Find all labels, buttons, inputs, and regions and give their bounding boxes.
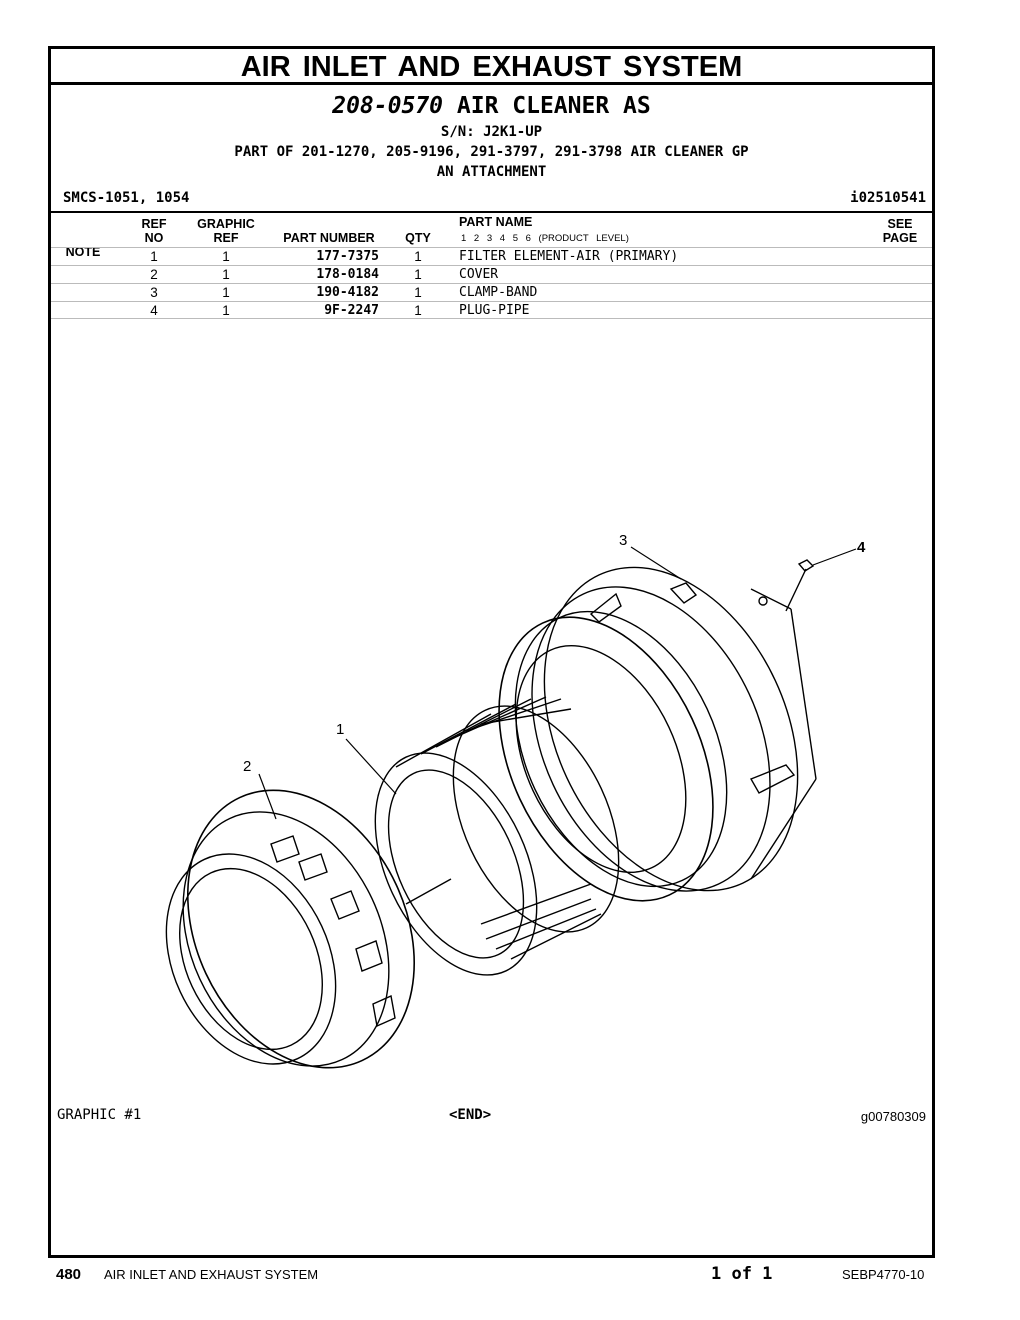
filter-element: [374, 696, 620, 976]
col-part-number: PART NUMBER: [283, 231, 375, 245]
quantity: 1: [414, 285, 422, 300]
table-row: 3 1 190-4182 1 CLAMP-BAND: [51, 283, 932, 301]
plug-pipe: [785, 559, 815, 612]
part-name: COVER: [459, 267, 499, 282]
serial-number: S/N: J2K1-UP: [440, 124, 543, 140]
part-name: PLUG-PIPE: [459, 303, 530, 318]
graphic-ref: 1: [222, 249, 230, 264]
quantity: 1: [414, 249, 422, 264]
quantity: 1: [414, 303, 422, 318]
graphic-ref: 1: [222, 267, 230, 282]
clamp-band: [498, 582, 796, 902]
page-of: 1 of 1: [711, 1264, 773, 1284]
quantity: 1: [414, 267, 422, 282]
air-cleaner-housing: [514, 566, 817, 892]
table-row: 2 1 178-0184 1 COVER: [51, 265, 932, 283]
part-number[interactable]: 190-4182: [316, 285, 379, 300]
callout-2: 2: [243, 758, 251, 775]
section-title: AIR INLET AND EXHAUST SYSTEM: [51, 49, 932, 85]
footer-section: AIR INLET AND EXHAUST SYSTEM: [104, 1267, 319, 1282]
ref-no: 3: [150, 285, 158, 300]
part-of-line: PART OF 201-1270, 205-9196, 291-3797, 29…: [234, 144, 749, 160]
part-number[interactable]: 177-7375: [316, 249, 379, 264]
end-marker: <END>: [449, 1107, 492, 1123]
document-number: SEBP4770-10: [842, 1267, 925, 1282]
group-part-number[interactable]: 208-0570: [332, 93, 444, 119]
parts-list: 1 1 177-7375 1 FILTER ELEMENT-AIR (PRIMA…: [51, 247, 932, 319]
graphic-ref: 1: [222, 303, 230, 318]
callout-4: 4: [857, 539, 866, 556]
table-row: 4 1 9F-2247 1 PLUG-PIPE: [51, 301, 932, 319]
smcs-codes: SMCS-1051, 1054: [63, 190, 190, 206]
page-number: 480: [56, 1266, 82, 1283]
group-heading: 208-0570 AIR CLEANER AS: [51, 93, 932, 119]
callout-leaders: [258, 546, 857, 820]
product-level-legend: 1 2 3 4 5 6 (PRODUCT LEVEL): [461, 233, 629, 244]
ref-no: 4: [150, 303, 158, 318]
attachment-line: AN ATTACHMENT: [436, 164, 547, 180]
table-row: 1 1 177-7375 1 FILTER ELEMENT-AIR (PRIMA…: [51, 247, 932, 265]
ref-no: 2: [150, 267, 158, 282]
part-name: CLAMP-BAND: [459, 285, 538, 300]
col-part-name: PART NAME: [459, 215, 533, 229]
cover: [165, 789, 415, 1069]
exploded-view-illustration: 1 2 3 4: [165, 532, 866, 1069]
col-note: NOTE: [65, 245, 101, 259]
page-frame: AIR INLET AND EXHAUST SYSTEM 208-0570 AI…: [48, 46, 935, 1258]
col-qty: QTY: [405, 231, 431, 245]
header-rule: [51, 211, 932, 213]
ref-no: 1: [150, 249, 158, 264]
graphic-label: GRAPHIC #1: [57, 1107, 142, 1123]
illustration-id: i02510541: [850, 190, 926, 206]
graphic-ref: 1: [222, 285, 230, 300]
callout-3: 3: [619, 532, 627, 549]
graphic-code: g00780309: [860, 1109, 926, 1124]
part-number[interactable]: 9F-2247: [324, 303, 379, 318]
group-name: AIR CLEANER AS: [456, 93, 651, 119]
part-name: FILTER ELEMENT-AIR (PRIMARY): [459, 249, 679, 264]
callout-1: 1: [336, 721, 344, 738]
part-number[interactable]: 178-0184: [316, 267, 379, 282]
